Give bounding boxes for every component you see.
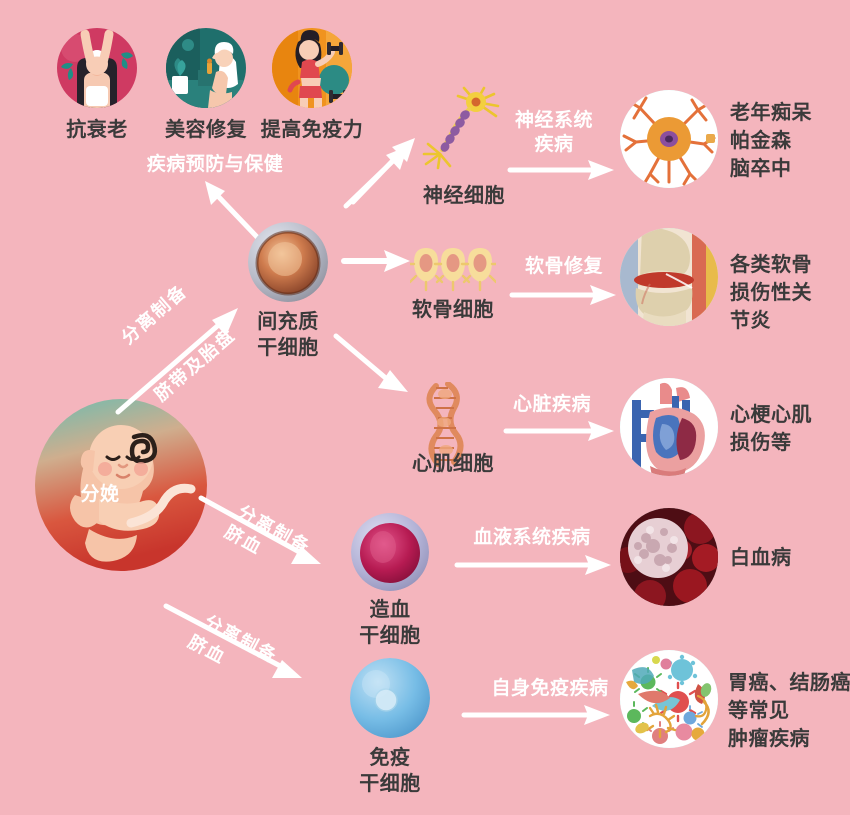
beauty-care-icon [166,28,246,108]
arrow-label-neuro: 神经系统 疾病 [514,109,593,155]
arrow-hsc-to-outcome [454,552,615,578]
outcome-label-autoimmune: 胃癌、结肠癌 等常见 肿瘤疾病 [728,670,850,750]
arrow-msc-to-chondrocyte [341,247,414,275]
connector-arrow-immune [160,598,320,698]
neuron-cell-label: 神经细胞 [423,183,505,207]
arrow-chondrocyte-to-outcome [509,282,620,308]
cardiomyocyte-cell-label: 心肌细胞 [412,451,494,475]
outcome-label-cartilage: 各类软骨 损伤性关 节炎 [730,252,812,332]
arrow-neuron-to-outcome [507,157,618,183]
chondrocyte-cell-label: 软骨细胞 [412,297,494,321]
leukemia-blood-cells-icon [620,508,718,606]
chondrocyte-cell-icon [406,244,500,294]
immune-stem-cell-label: 免疫 干细胞 [359,745,421,795]
outcome-label-blood: 白血病 [730,545,792,569]
benefit-label-0: 抗衰老 [66,117,128,141]
fitness-workout-icon [272,28,352,108]
arrow-to-benefits-left [195,175,265,245]
connector-arrow-msc [110,300,250,420]
arrow-label-cartilage: 软骨修复 [524,255,603,277]
microbes-tumor-icon [620,650,718,748]
outcome-label-cardiac: 心梗心肌 损伤等 [730,402,812,454]
cardiomyocyte-cell-icon [418,381,488,468]
newborn-baby-icon [35,399,207,571]
arrow-cardiomyocyte-to-outcome [503,418,618,444]
arrow-label-autoimmune: 自身免疫疾病 [491,677,609,699]
immune-stem-cell-icon [350,658,430,738]
source-label: 分娩 [80,483,120,505]
hsc-label: 造血 干细胞 [359,597,421,647]
benefits-group-label: 疾病预防与保健 [146,153,284,175]
benefit-label-1: 美容修复 [165,117,247,141]
neuron-closeup-icon [620,90,718,188]
arrow-label-blood: 血液系统疾病 [473,526,591,548]
spa-massage-icon [57,28,137,108]
connector-arrow-hsc [195,490,335,580]
heart-anatomy-icon [620,378,718,476]
knee-joint-icon [620,228,718,326]
benefit-label-2: 提高免疫力 [260,117,364,141]
hematopoietic-stem-cell-icon [351,513,429,591]
arrow-immune-to-outcome [461,702,614,728]
outcome-label-neuro: 老年痴呆 帕金森 脑卒中 [730,100,812,180]
mesenchymal-stem-cell-icon [248,222,328,302]
msc-label: 间充质 干细胞 [257,309,319,359]
arrow-msc-to-cardiomyocyte [330,330,420,400]
arrow-msc-to-neuron [340,138,420,213]
neuron-cell-icon [418,82,508,172]
arrow-label-cardiac: 心脏疾病 [512,393,591,415]
